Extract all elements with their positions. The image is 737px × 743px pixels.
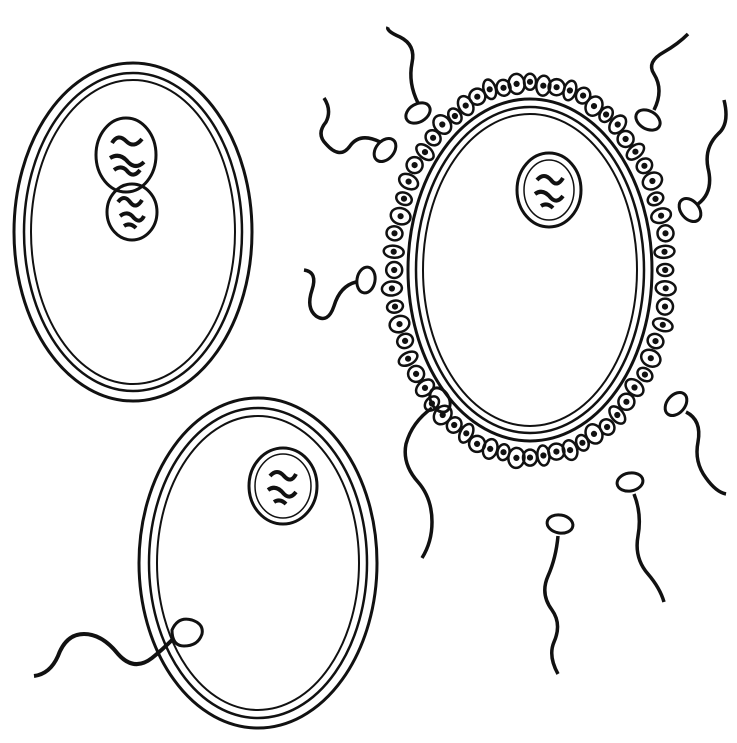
follicle-cell-dot: [393, 305, 396, 308]
follicle-cell-dot: [605, 113, 608, 116]
follicle-cell-dot: [643, 164, 646, 167]
follicle-cell-dot: [616, 413, 619, 416]
follicle-cell-dot: [398, 323, 401, 326]
follicle-cell-dot: [423, 386, 426, 389]
follicle-cell-dot: [555, 450, 558, 453]
follicle-cell-dot: [568, 89, 571, 92]
follicle-cell-dot: [390, 287, 393, 290]
follicle-cell-dot: [392, 250, 395, 253]
follicle-cell-dot: [453, 114, 456, 117]
follicle-cell-dot: [415, 372, 418, 375]
follicle-cell-dot: [476, 95, 479, 98]
follicle-cell-dot: [663, 250, 666, 253]
follicle-cell-dot: [502, 86, 505, 89]
follicle-cell-dot: [616, 123, 619, 126]
follicle-cell-dot: [624, 137, 627, 140]
follicle-cell-dot: [476, 442, 479, 445]
follicle-cell-dot: [488, 88, 491, 91]
follicle-cell-dot: [464, 104, 467, 107]
follicle-cell-dot: [528, 456, 531, 459]
follicle-cell-dot: [542, 454, 545, 457]
follicle-cell-dot: [663, 305, 666, 308]
follicle-cell-dot: [660, 214, 663, 217]
follicle-cell-dot: [633, 386, 636, 389]
follicle-cell-dot: [542, 84, 545, 87]
follicle-cell-dot: [515, 456, 518, 459]
follicle-cell-dot: [654, 197, 657, 200]
follicle-cell-dot: [606, 425, 609, 428]
follicle-cell-dot: [664, 268, 667, 271]
follicle-cell-dot: [625, 400, 628, 403]
follicle-cell-dot: [404, 339, 407, 342]
follicle-cell-dot: [643, 373, 646, 376]
follicle-cell-dot: [569, 449, 572, 452]
follicle-cell-dot: [399, 215, 402, 218]
follicle-cell-dot: [407, 180, 410, 183]
follicle-cell-dot: [465, 432, 468, 435]
follicle-cell-dot: [582, 94, 585, 97]
follicle-cell-dot: [407, 357, 410, 360]
follicle-cell-dot: [528, 80, 531, 83]
follicle-cell-dot: [489, 447, 492, 450]
follicle-cell-dot: [441, 413, 444, 416]
follicle-cell-dot: [393, 232, 396, 235]
follicle-cell-dot: [654, 340, 657, 343]
follicle-cell-dot: [555, 86, 558, 89]
follicle-cell-dot: [402, 197, 405, 200]
follicle-cell-dot: [649, 357, 652, 360]
follicle-cell-dot: [664, 287, 667, 290]
follicle-cell-dot: [393, 268, 396, 271]
follicle-cell-dot: [432, 136, 435, 139]
follicle-cell-dot: [651, 179, 654, 182]
follicle-cell-dot: [423, 151, 426, 154]
follicle-cell-dot: [664, 232, 667, 235]
follicle-cell-dot: [515, 82, 518, 85]
follicle-cell-dot: [661, 323, 664, 326]
follicle-cell-dot: [592, 432, 595, 435]
follicle-cell-dot: [441, 123, 444, 126]
follicle-cell-dot: [502, 451, 505, 454]
follicle-cell-dot: [413, 164, 416, 167]
follicle-cell-dot: [581, 441, 584, 444]
follicle-cell-dot: [634, 150, 637, 153]
follicle-cell-dot: [592, 105, 595, 108]
follicle-cell-dot: [453, 423, 456, 426]
